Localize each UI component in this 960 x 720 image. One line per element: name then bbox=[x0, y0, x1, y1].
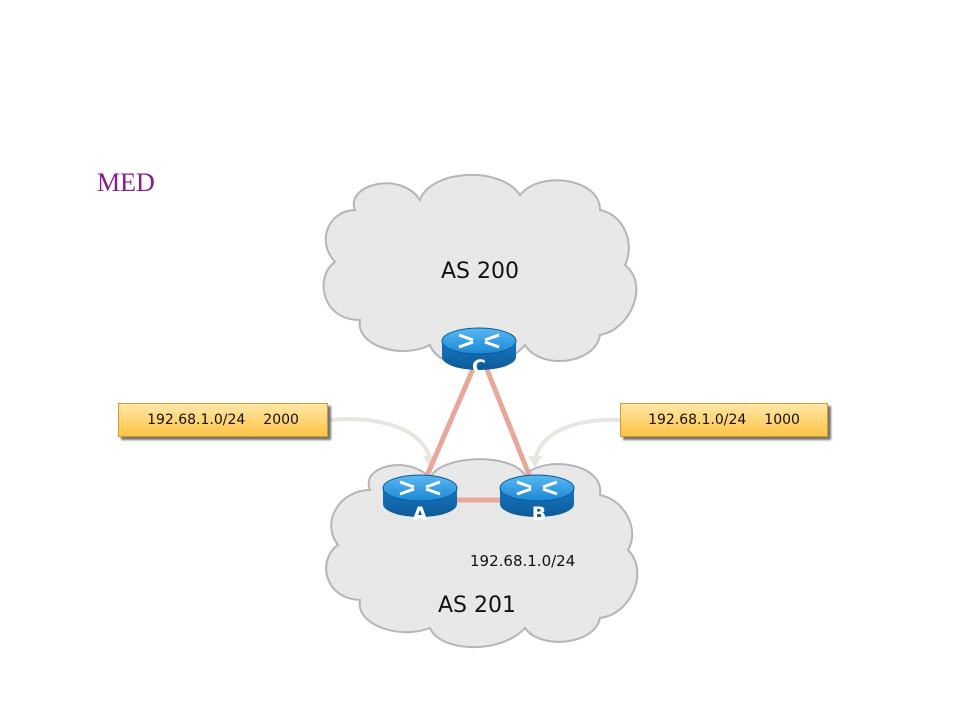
router-c-label: C bbox=[472, 356, 486, 378]
as201-network-label: 192.68.1.0/24 bbox=[470, 552, 576, 570]
router-a-label: A bbox=[412, 503, 428, 525]
as201-label: AS 201 bbox=[438, 593, 516, 618]
med-annotation-left: 192.68.1.0/24 2000 bbox=[118, 403, 328, 437]
arrow-left-annotation bbox=[329, 417, 437, 468]
med-annotation-right: 192.68.1.0/24 1000 bbox=[620, 403, 828, 437]
med-right-prefix: 192.68.1.0/24 bbox=[648, 412, 747, 428]
router-icon bbox=[382, 474, 458, 517]
cloud-as200 bbox=[322, 174, 638, 368]
as200-label: AS 200 bbox=[441, 259, 519, 284]
router-icon bbox=[499, 474, 575, 517]
slide-title: MED bbox=[97, 168, 155, 197]
arrow-right-annotation bbox=[528, 417, 621, 468]
link-b-c bbox=[481, 361, 539, 493]
router-c bbox=[441, 327, 517, 370]
med-right-value: 1000 bbox=[764, 412, 800, 428]
med-left-value: 2000 bbox=[263, 412, 299, 428]
med-left-prefix: 192.68.1.0/24 bbox=[147, 412, 246, 428]
router-b-label: B bbox=[531, 503, 547, 525]
router-a bbox=[382, 474, 458, 517]
router-b bbox=[499, 474, 575, 517]
link-a-c bbox=[417, 361, 479, 493]
router-icon bbox=[441, 327, 517, 370]
